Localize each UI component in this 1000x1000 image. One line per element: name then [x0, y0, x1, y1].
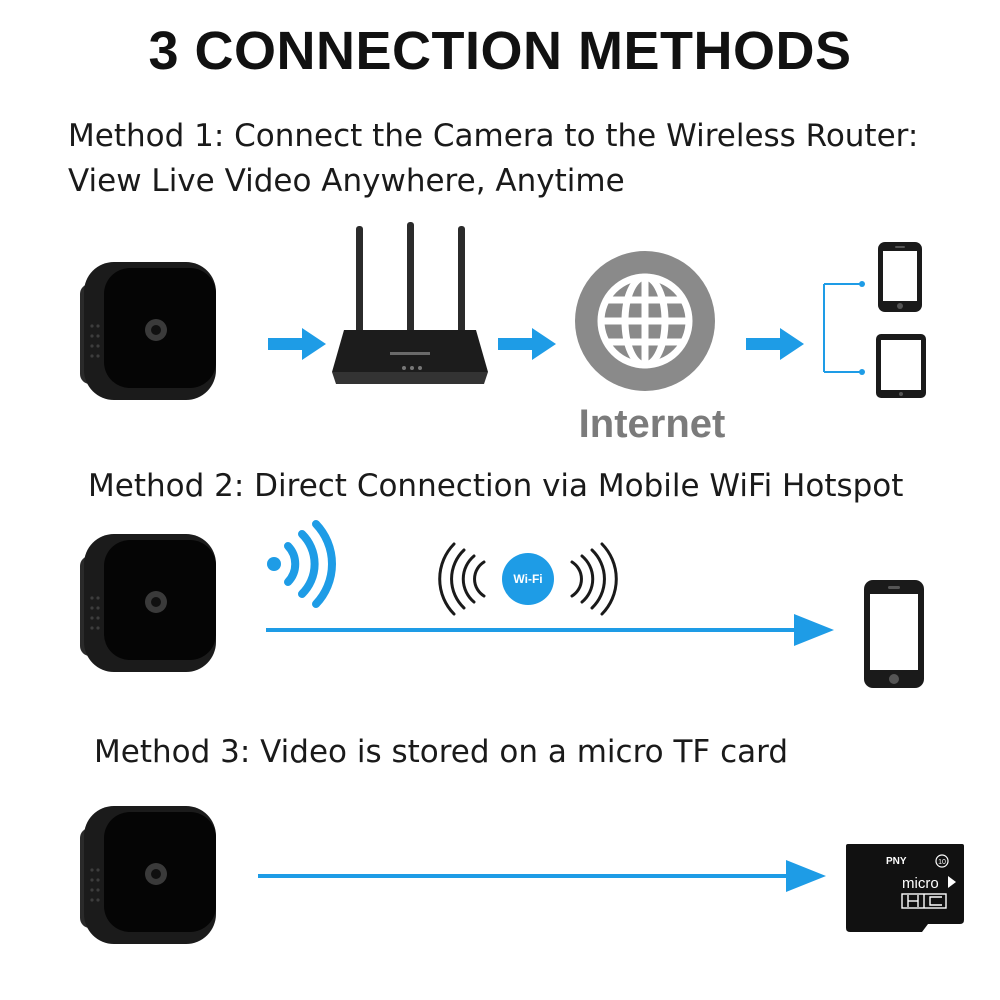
sd-micro-text: micro	[902, 875, 939, 892]
method-1-line-1: Method 1: Connect the Camera to the Wire…	[68, 118, 919, 154]
micro-sd-card-icon: PNY 10 micro	[846, 844, 964, 932]
tablet-icon	[876, 334, 926, 398]
bracket-connector	[823, 281, 865, 375]
sd-class-text: 10	[938, 859, 946, 866]
camera-icon	[80, 534, 216, 672]
method-1-line-2: View Live Video Anywhere, Anytime	[68, 162, 625, 199]
arrow-right-icon	[268, 328, 326, 360]
internet-label: Internet	[578, 402, 726, 446]
wifi-badge-label: Wi-Fi	[513, 572, 542, 586]
method-2-description: Method 2: Direct Connection via Mobile W…	[88, 468, 904, 504]
camera-icon	[80, 262, 216, 400]
page-title: 3 CONNECTION METHODS	[148, 21, 852, 81]
arrow-long-icon	[266, 614, 834, 646]
arrow-right-icon	[498, 328, 556, 360]
wifi-badge-icon: Wi-Fi	[438, 542, 618, 616]
method-3-description: Method 3: Video is stored on a micro TF …	[94, 734, 789, 770]
globe-icon	[575, 251, 715, 391]
smartphone-icon	[878, 242, 922, 312]
arrow-right-icon	[746, 328, 804, 360]
method-1-description: Method 1: Connect the Camera to the Wire…	[68, 114, 918, 204]
signal-waves-icon	[267, 520, 336, 608]
smartphone-icon	[864, 580, 924, 688]
camera-icon	[80, 806, 216, 944]
router-icon	[332, 222, 488, 384]
sd-brand-text: PNY	[886, 856, 907, 867]
arrow-long-icon	[258, 860, 826, 892]
